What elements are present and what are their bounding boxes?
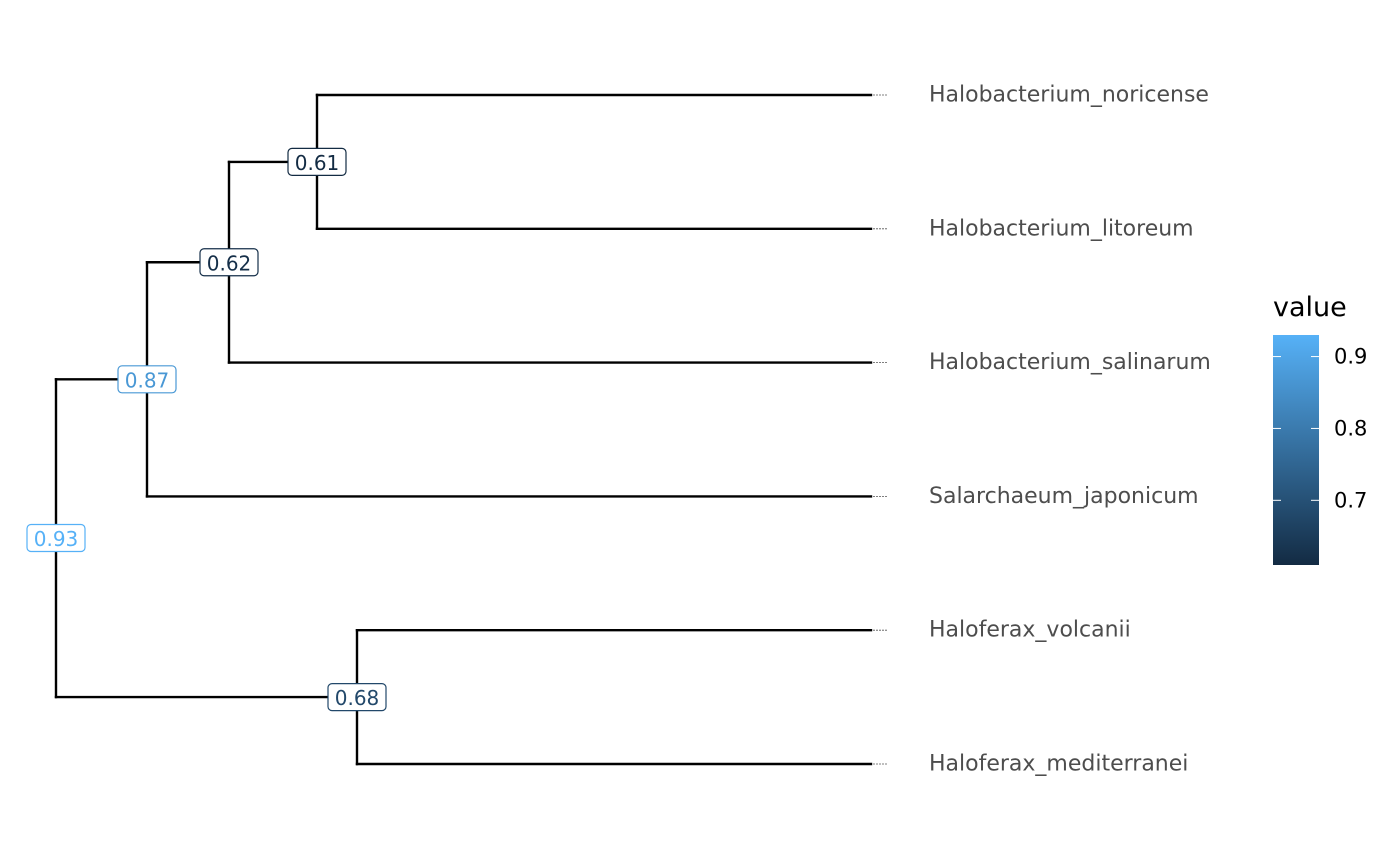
tip-label: Haloferax_volcanii xyxy=(929,618,1131,643)
node-label-box xyxy=(327,682,387,712)
legend-tick-label: 0.9 xyxy=(1334,345,1367,369)
node-label-n_root: 0.93 xyxy=(26,523,86,553)
tip-labels: Halobacterium_noricenseHalobacterium_lit… xyxy=(929,83,1211,777)
legend-title: value xyxy=(1273,292,1347,323)
legend-tick-label: 0.8 xyxy=(1334,416,1367,440)
tip-label: Salarchaeum_japonicum xyxy=(929,484,1199,509)
legend-colorbar xyxy=(1273,335,1319,565)
node-value-text: 0.93 xyxy=(34,527,79,551)
node-label-box xyxy=(199,248,259,277)
node-label-n_b: 0.62 xyxy=(199,248,259,277)
node-value-text: 0.87 xyxy=(125,368,170,392)
node-label-n_e: 0.68 xyxy=(327,682,387,712)
node-value-text: 0.62 xyxy=(207,251,252,275)
tip-label: Halobacterium_litoreum xyxy=(929,216,1194,241)
tip-leader-lines xyxy=(873,94,887,765)
tip-label: Halobacterium_salinarum xyxy=(929,350,1211,375)
node-label-box xyxy=(117,365,177,394)
node-label-box xyxy=(287,147,347,176)
legend-tick-label: 0.7 xyxy=(1334,488,1367,512)
node-label-n_a: 0.87 xyxy=(117,365,177,394)
tip-label: Haloferax_mediterranei xyxy=(929,752,1188,777)
color-legend: value 0.9 0.8 0.7 xyxy=(1273,292,1367,565)
legend-ticks: 0.9 0.8 0.7 xyxy=(1273,345,1367,512)
node-label-n_c: 0.61 xyxy=(287,147,347,176)
node-value-text: 0.61 xyxy=(295,151,340,175)
node-label-box xyxy=(26,523,86,553)
tip-label: Halobacterium_noricense xyxy=(929,83,1209,108)
node-value-text: 0.68 xyxy=(335,686,380,710)
node-value-labels: 0.93 0.87 0.62 0.61 0.68 xyxy=(26,147,387,712)
tree-branches xyxy=(54,93,873,766)
